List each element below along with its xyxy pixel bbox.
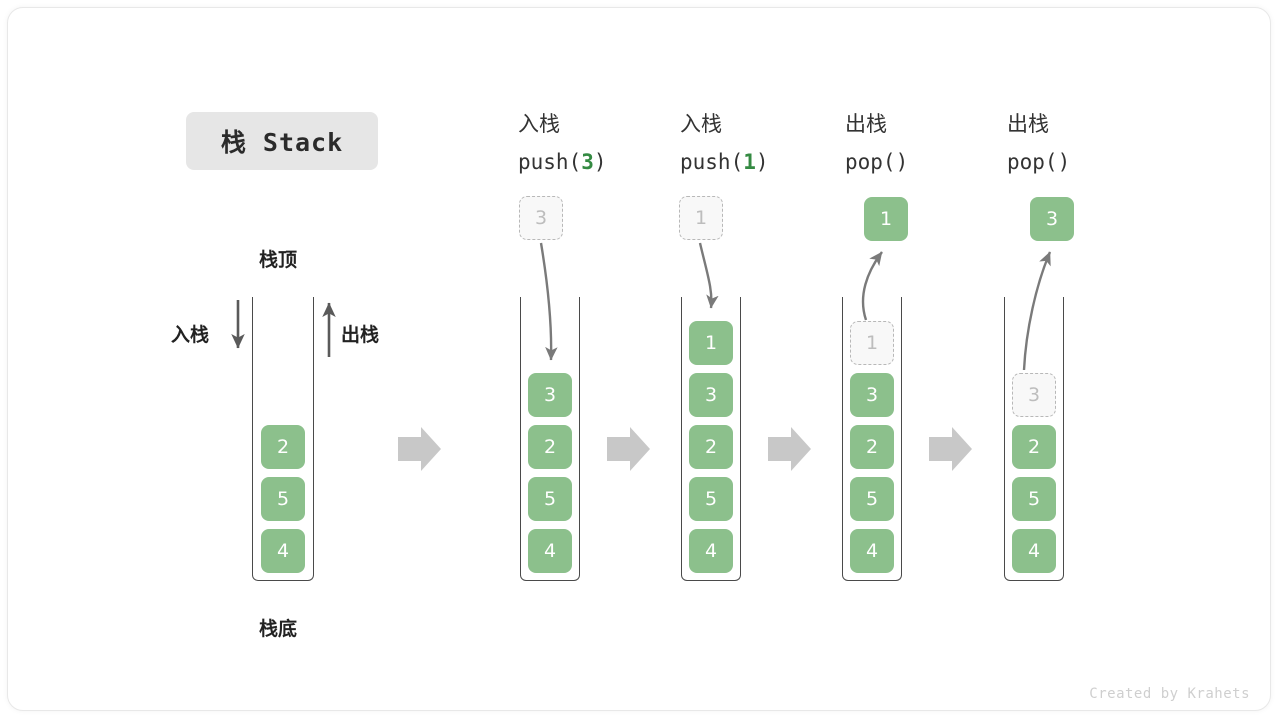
- operation-label-push-1: 入栈 push(1): [680, 105, 769, 181]
- stack-container-push-3: [520, 297, 580, 581]
- floating-cell-pop-1: 1: [864, 197, 908, 241]
- operation-code-prefix: push(: [680, 150, 744, 174]
- stack-cell: 4: [261, 529, 305, 573]
- operation-cn-text: 入栈: [680, 112, 722, 136]
- stack-cell: 1: [850, 321, 894, 365]
- stack-cell: 3: [850, 373, 894, 417]
- operation-code-prefix: pop(: [845, 150, 896, 174]
- stack-container-pop-1: [842, 297, 902, 581]
- floating-cell-push-3: 3: [519, 196, 563, 240]
- operation-code-suffix: ): [1057, 150, 1071, 174]
- stack-cell: 5: [1012, 477, 1056, 521]
- stack-cell: 2: [1012, 425, 1056, 469]
- stack-container-pop-3: [1004, 297, 1064, 581]
- title-badge: 栈 Stack: [186, 112, 378, 170]
- stack-cell: 4: [689, 529, 733, 573]
- stack-cell: 5: [528, 477, 572, 521]
- footer-credit: Created by Krahets: [1089, 686, 1250, 702]
- stack-cell: 2: [528, 425, 572, 469]
- operation-code-arg: 3: [581, 150, 594, 174]
- pop-side-label: 出栈: [341, 324, 380, 346]
- stack-bottom-label: 栈底: [259, 618, 298, 640]
- operation-label-push-3: 入栈 push(3): [518, 105, 607, 181]
- operation-code-suffix: ): [895, 150, 909, 174]
- stack-cell: 4: [528, 529, 572, 573]
- stack-cell: 4: [850, 529, 894, 573]
- operation-code-suffix: ): [593, 150, 607, 174]
- stack-top-label: 栈顶: [259, 249, 298, 271]
- stack-cell: 2: [689, 425, 733, 469]
- stack-cell: 3: [689, 373, 733, 417]
- operation-label-pop-3: 出栈 pop(): [1007, 105, 1070, 181]
- operation-label-pop-1: 出栈 pop(): [845, 105, 908, 181]
- stack-cell: 1: [689, 321, 733, 365]
- stack-cell: 2: [261, 425, 305, 469]
- stack-cell: 3: [1012, 373, 1056, 417]
- operation-cn-text: 入栈: [518, 112, 560, 136]
- operation-cn-text: 出栈: [1007, 112, 1049, 136]
- operation-code-prefix: push(: [518, 150, 582, 174]
- stack-cell: 2: [850, 425, 894, 469]
- push-side-label: 入栈: [171, 324, 210, 346]
- floating-cell-push-1: 1: [679, 196, 723, 240]
- stack-container-initial: [252, 297, 314, 581]
- operation-cn-text: 出栈: [845, 112, 887, 136]
- stack-cell: 5: [850, 477, 894, 521]
- stack-cell: 3: [528, 373, 572, 417]
- operation-code-arg: 1: [743, 150, 756, 174]
- operation-code-suffix: ): [755, 150, 769, 174]
- floating-cell-pop-3: 3: [1030, 197, 1074, 241]
- stack-container-push-1: [681, 297, 741, 581]
- stack-cell: 4: [1012, 529, 1056, 573]
- stack-cell: 5: [689, 477, 733, 521]
- stack-cell: 5: [261, 477, 305, 521]
- operation-code-prefix: pop(: [1007, 150, 1058, 174]
